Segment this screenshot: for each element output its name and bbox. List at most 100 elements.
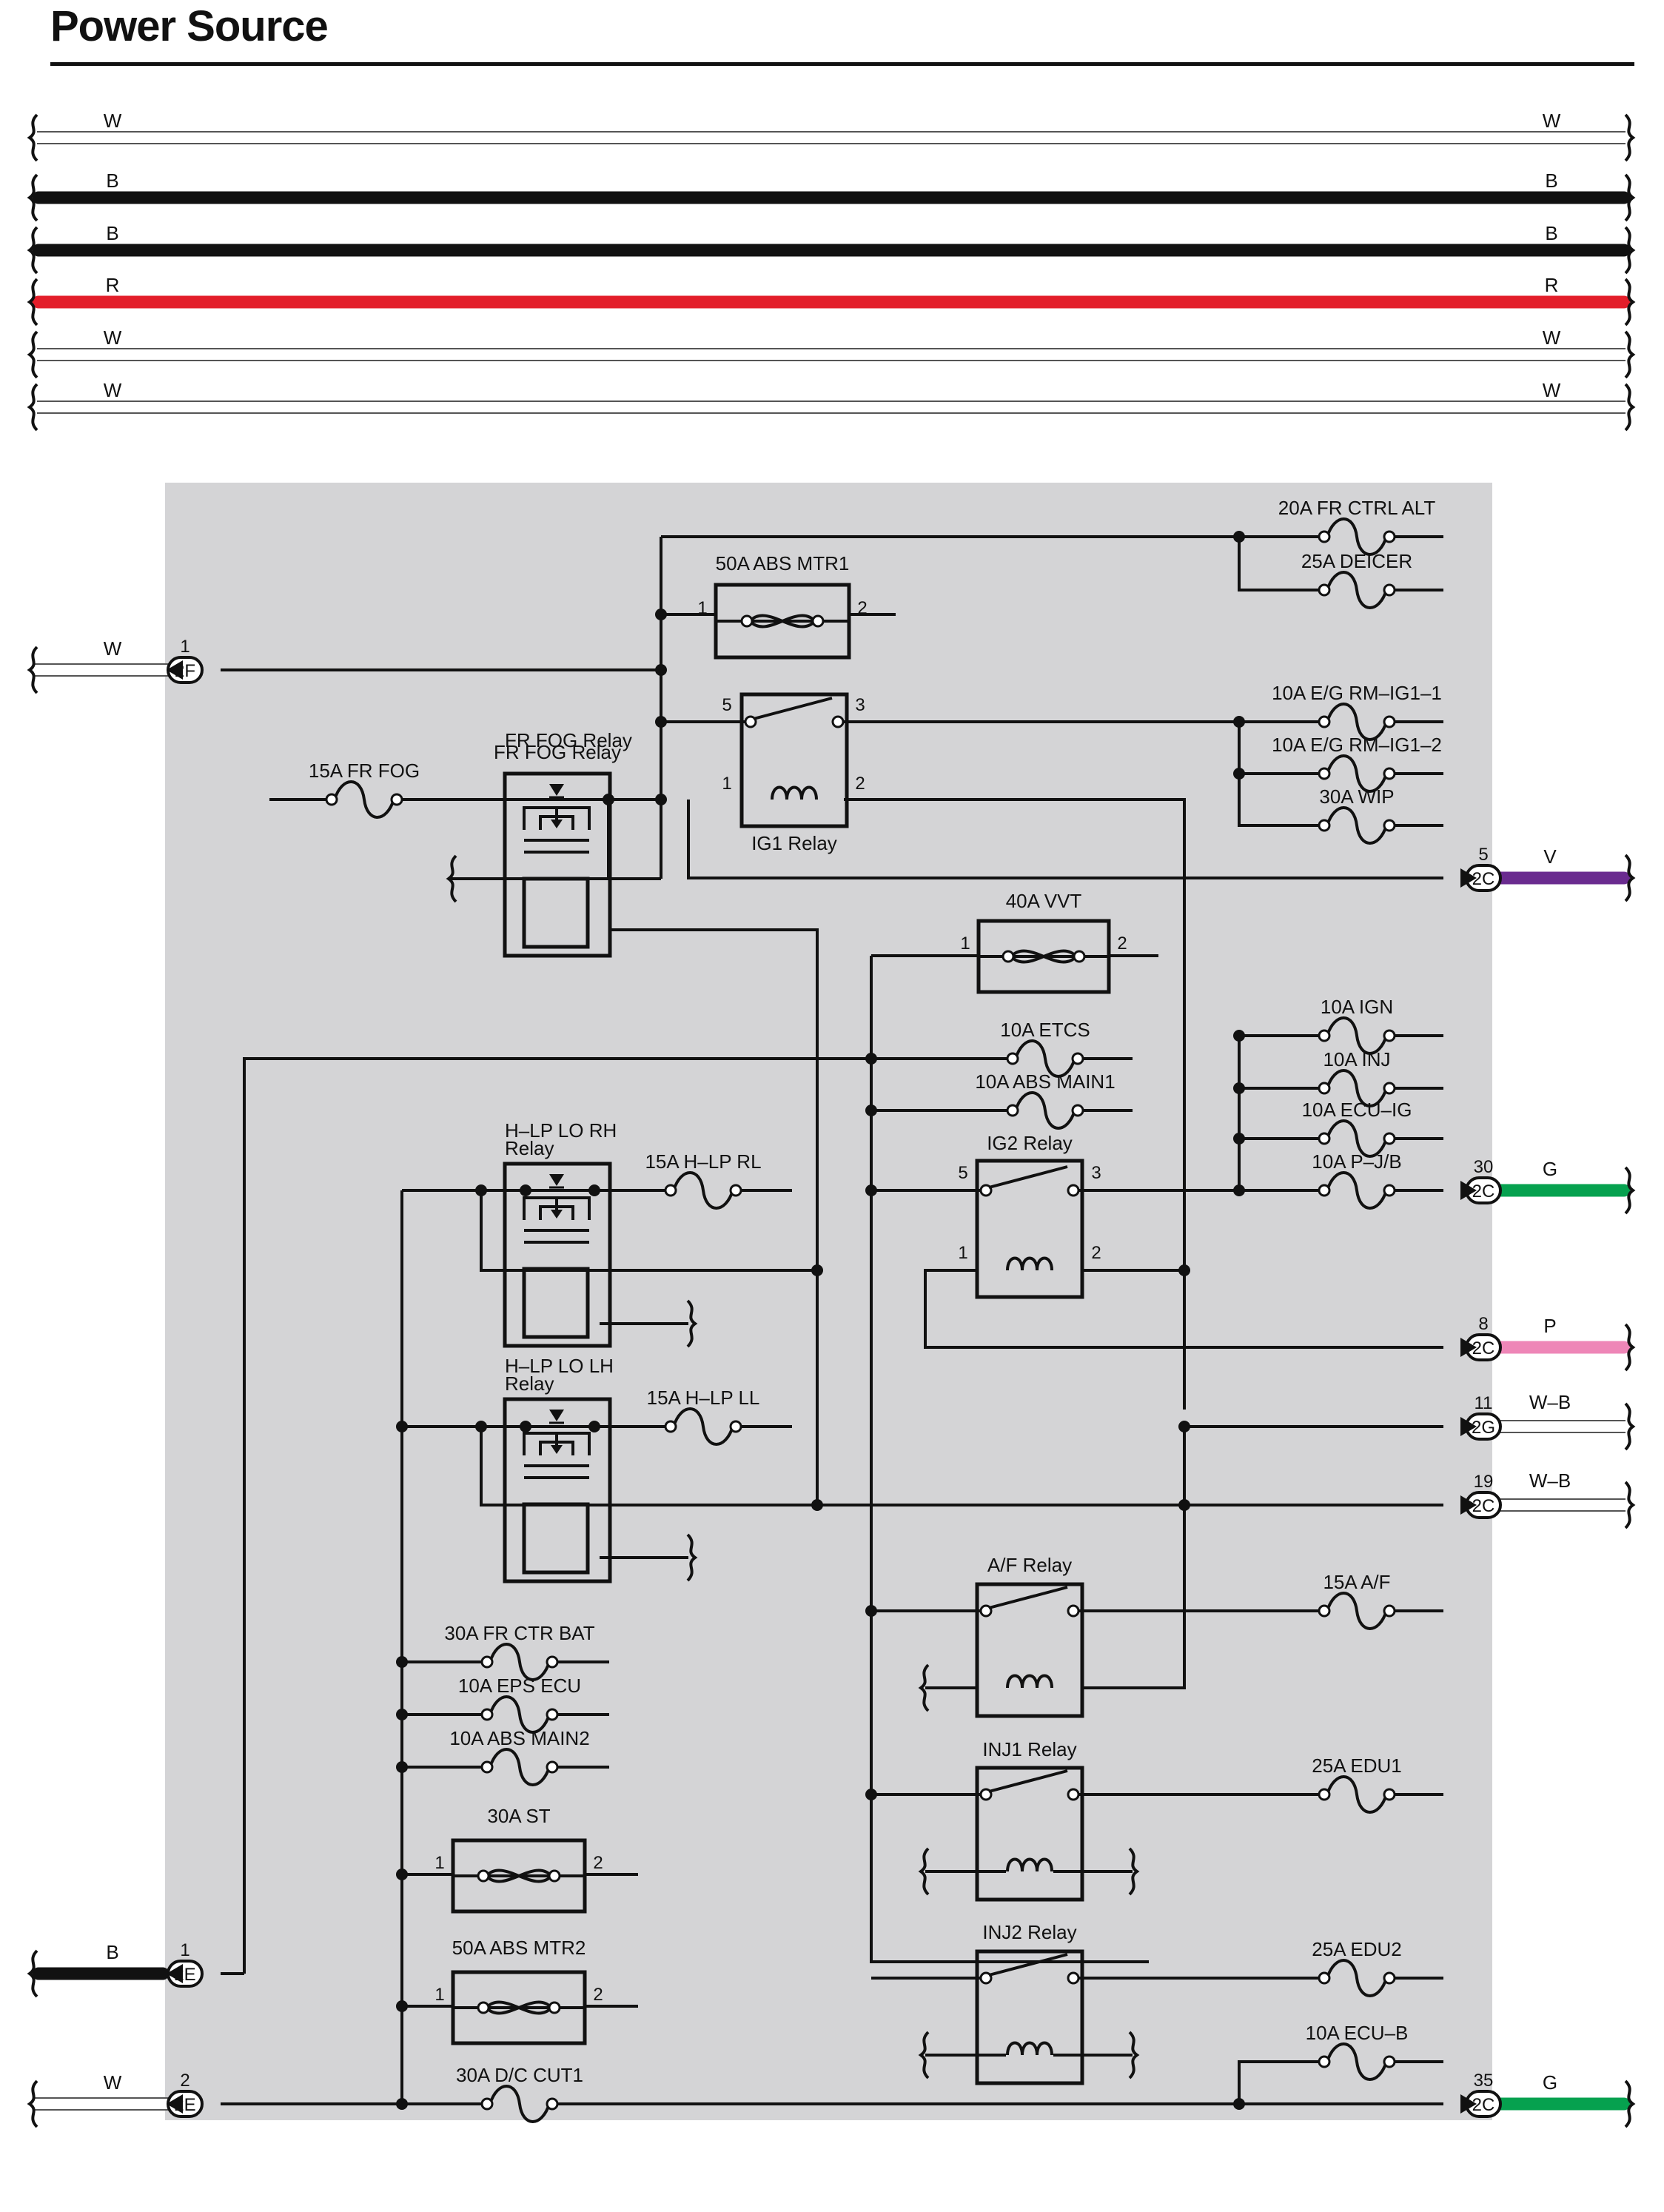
relay-diode <box>549 784 564 796</box>
wire-color-label: W <box>104 326 122 349</box>
relay-label: Relay <box>505 1373 554 1395</box>
fusible-link-terminal <box>477 2001 490 2014</box>
relay-label: INJ2 Relay <box>982 1921 1076 1943</box>
fuse-terminal <box>1071 1052 1084 1065</box>
junction-dot <box>520 1184 531 1196</box>
fuse-terminal <box>664 1184 677 1197</box>
fuse-element <box>672 1407 734 1446</box>
fuse-terminal <box>1383 1082 1396 1095</box>
fuse-terminal <box>480 1655 494 1669</box>
fuse-element <box>1014 1091 1076 1130</box>
pin-number: 2 <box>593 1985 603 2005</box>
relay-box <box>975 1159 1084 1299</box>
fuse-label: 10A E/G RM–IG1–1 <box>1272 682 1442 704</box>
relay-coil-symbol <box>1006 1674 1053 1695</box>
title-rule <box>50 62 1634 66</box>
connector-pin: 35 <box>1474 2071 1494 2091</box>
fusible-link-terminal <box>1073 950 1086 963</box>
fuse-label: 10A EPS ECU <box>458 1675 581 1697</box>
wire-color-label: B <box>1545 222 1557 244</box>
pin-number: 2 <box>855 774 865 794</box>
pin-number: 1 <box>722 774 731 794</box>
fuse-element <box>1326 1775 1388 1814</box>
switch-contact <box>744 715 757 728</box>
bus-ig1-coil <box>844 798 1186 1410</box>
bus-hlp-lh-coil <box>480 1427 817 1506</box>
fuse-terminal <box>1383 2055 1396 2068</box>
fuse-symbol <box>1318 754 1396 793</box>
pin-number: 1 <box>958 1243 967 1263</box>
relay-box <box>503 771 612 958</box>
switch-contact <box>831 715 845 728</box>
fuse-terminal <box>1318 1132 1331 1145</box>
switch-contact <box>1067 1184 1080 1197</box>
wire-color-label: B <box>1545 170 1557 192</box>
relay-label: IG2 Relay <box>987 1132 1073 1154</box>
relay-box <box>503 1162 612 1348</box>
junction-dot <box>865 1105 877 1116</box>
components <box>325 517 1396 2123</box>
bus-ig1-coil <box>687 800 1443 879</box>
switch-contact <box>979 1788 993 1801</box>
fuse-label: 10A ECU–B <box>1306 2022 1409 2044</box>
wire-break-symbol <box>1128 1847 1140 1896</box>
fuse-label: 10A E/G RM–IG1–2 <box>1272 734 1442 756</box>
fuse-symbol <box>1318 2042 1396 2081</box>
wire-break-symbol <box>27 113 38 162</box>
wire-break-symbol <box>1624 1402 1636 1451</box>
junction-dot <box>655 609 667 620</box>
wire-color-label: R <box>106 274 120 296</box>
connector-arrow <box>1460 868 1477 888</box>
junction-dot <box>1178 1264 1190 1276</box>
wire-break-symbol <box>27 646 38 694</box>
fuse-symbol <box>480 1643 559 1681</box>
junction-dot <box>1233 1030 1245 1042</box>
fuse-terminal <box>1383 1971 1396 1985</box>
fuse-terminal <box>1318 583 1331 597</box>
fuse-symbol <box>1318 1016 1396 1055</box>
junction-dot <box>865 1789 877 1800</box>
fuse-element <box>1326 1959 1388 1997</box>
coil-loops <box>1006 1256 1053 1271</box>
relay-label: H–LP LO LH <box>505 1355 614 1377</box>
relay-switch-symbol <box>979 1165 1080 1198</box>
connector-pin: 5 <box>1478 845 1488 865</box>
wire-break-symbol <box>1128 2031 1140 2079</box>
fusible-link-terminal <box>1002 950 1015 963</box>
connector-c_2f_1: 2F1 <box>167 637 204 684</box>
wire-break-symbol <box>1624 383 1636 432</box>
wire-break-symbol <box>1624 1481 1636 1529</box>
pin-number: 1 <box>435 1985 444 2005</box>
fuse-symbol <box>480 1695 559 1734</box>
wire-break-symbol <box>27 173 38 222</box>
wire-break-symbol <box>1624 854 1636 902</box>
connector-id: 2C <box>1472 1338 1495 1358</box>
fusible-link-element <box>1010 949 1078 964</box>
relay-switch-symbol <box>979 1769 1080 1802</box>
wire-break-symbol <box>1624 1166 1636 1215</box>
fuse-symbol <box>1318 517 1396 556</box>
relay-box <box>739 692 849 828</box>
switch-gap <box>980 1603 1079 1618</box>
fuse-terminal <box>1383 715 1396 728</box>
harness-wire <box>37 131 1626 144</box>
fuse-symbol <box>664 1171 742 1210</box>
output-wire-wb <box>1500 1420 1626 1433</box>
wire-color-label: G <box>1543 1158 1557 1180</box>
pin-number: 1 <box>960 934 970 953</box>
fuse-terminal <box>1318 819 1331 832</box>
fuse-symbol <box>325 780 403 819</box>
junction-dot <box>1233 1184 1245 1196</box>
switch-contact <box>979 1604 993 1618</box>
fuse-label: 30A FR CTR BAT <box>444 1622 594 1644</box>
fuse-label: 10A ABS MAIN2 <box>449 1727 589 1749</box>
junction-dot <box>1233 1133 1245 1144</box>
solid-state-relay <box>503 1397 612 1583</box>
wire-color-label: W <box>104 637 122 660</box>
relay-coil-symbol <box>1006 1857 1053 1879</box>
fuse-terminal <box>1383 767 1396 780</box>
fuse-symbol <box>480 1748 559 1786</box>
fuse-element <box>1014 1039 1076 1078</box>
wire-color-label: W <box>104 379 122 401</box>
